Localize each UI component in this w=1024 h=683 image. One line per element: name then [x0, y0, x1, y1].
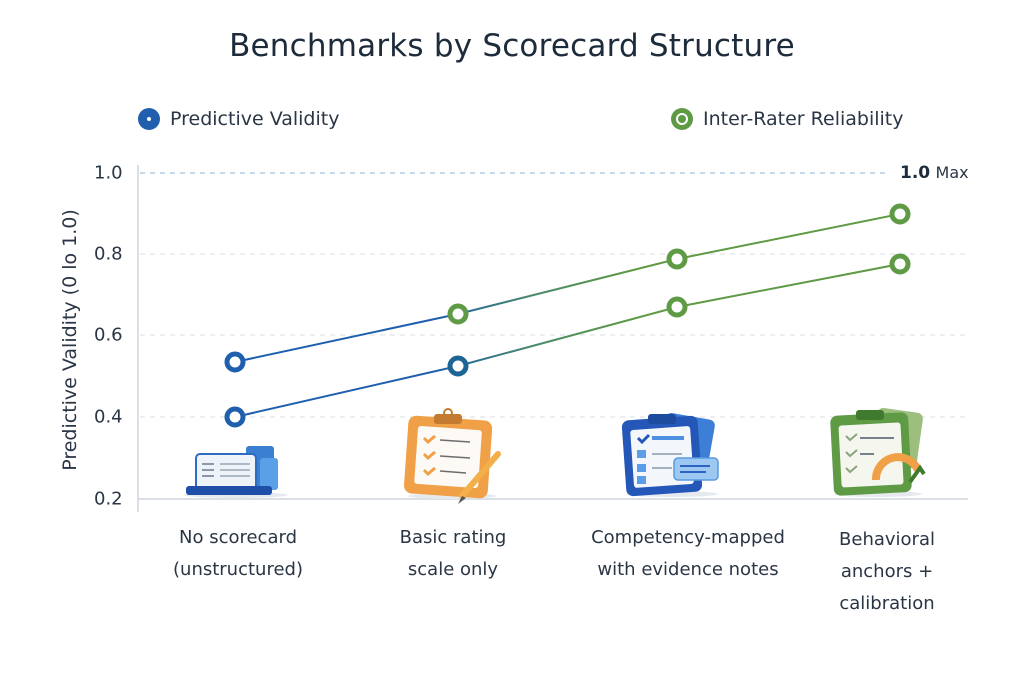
x-category-label-2: Basic rating scale only — [400, 522, 507, 586]
category-line: calibration — [839, 593, 935, 614]
legend-label: Inter-Rater Reliability — [703, 108, 904, 130]
data-point — [889, 203, 911, 225]
legend-item-inter-rater-reliability[interactable]: Inter-Rater Reliability — [671, 108, 903, 130]
y-tick-0-8: 0.8 — [94, 243, 123, 265]
category-line: Basic rating — [399, 527, 507, 548]
legend-item-predictive-validity[interactable]: Predictive Validity — [138, 108, 339, 130]
category-line: Behavioral — [839, 529, 935, 550]
clipboard-checklist-icon — [621, 412, 719, 497]
data-point — [666, 248, 688, 270]
x-category-label-4: Behavioral anchors + calibration — [839, 524, 935, 620]
category-line: No scorecard — [178, 527, 298, 548]
category-line: anchors + — [840, 561, 934, 582]
data-point — [666, 296, 688, 318]
data-point — [447, 355, 469, 377]
data-point — [224, 351, 246, 373]
max-annotation: 1.0 Max — [900, 163, 969, 183]
y-tick-0-6: 0.6 — [94, 324, 123, 346]
data-point — [447, 303, 469, 325]
series-line-predictive-validity — [234, 263, 901, 418]
category-line: with evidence notes — [597, 559, 779, 580]
x-category-label-1: No scorecard (unstructured) — [173, 522, 303, 586]
max-unit: Max — [935, 163, 969, 182]
clipboard-gauge-icon — [830, 407, 926, 497]
series-line-inter-rater-reliability — [234, 213, 901, 363]
legend-label: Predictive Validity — [170, 108, 340, 130]
chart-title: Benchmarks by Scorecard Structure — [229, 28, 795, 64]
y-tick-0-2: 0.2 — [94, 488, 123, 510]
category-line: (unstructured) — [173, 559, 303, 580]
legend-marker-blue-icon — [138, 108, 160, 130]
y-tick-1-0: 1.0 — [94, 162, 123, 184]
data-point — [889, 253, 911, 275]
y-tick-0-4: 0.4 — [94, 406, 123, 428]
legend-marker-green-icon — [671, 108, 693, 130]
open-folder-icon — [184, 446, 288, 498]
category-line: Competency-mapped — [591, 527, 785, 548]
x-category-label-3: Competency-mapped with evidence notes — [591, 522, 785, 586]
max-value: 1.0 — [900, 163, 931, 183]
data-point — [224, 406, 246, 428]
clipboard-pencil-icon — [403, 408, 501, 504]
category-line: scale only — [407, 559, 499, 580]
